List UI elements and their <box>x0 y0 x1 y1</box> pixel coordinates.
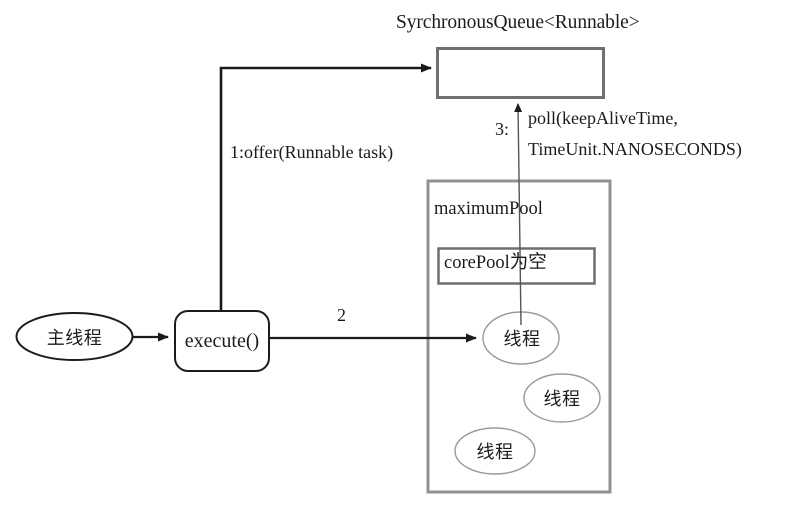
poll-arrow <box>514 103 523 326</box>
offer-arrow <box>219 63 432 311</box>
main-thread-label: 主线程 <box>46 328 103 349</box>
poll-edge-label-line2: TimeUnit.NANOSECONDS) <box>528 139 742 160</box>
maximum-pool-label: maximumPool <box>434 199 543 219</box>
pool-thread-ellipse-2 <box>454 427 536 475</box>
execute-label: execute() <box>184 329 260 352</box>
queue-title: SyrchronousQueue<Runnable> <box>396 12 640 33</box>
core-pool-box <box>437 247 596 285</box>
offer-edge-label: 1:offer(Runnable task) <box>230 142 394 162</box>
poll-edge-label-line1: poll(keepAliveTime, <box>528 108 678 128</box>
step-two-edge-label: 2 <box>337 305 346 325</box>
pool-thread-label-2: 线程 <box>476 442 514 463</box>
main-thread-ellipse <box>15 312 134 361</box>
pool-thread-label-1: 线程 <box>543 389 581 410</box>
pool-thread-label-0: 线程 <box>503 329 541 350</box>
poll-edge-label: poll(keepAliveTime, TimeUnit.NANOSECONDS… <box>528 108 742 160</box>
poll-step-number: 3: <box>495 119 510 139</box>
pool-thread-ellipse-1 <box>523 373 601 423</box>
synchronous-queue-box <box>436 47 605 99</box>
core-pool-label: corePool为空 <box>444 253 547 273</box>
